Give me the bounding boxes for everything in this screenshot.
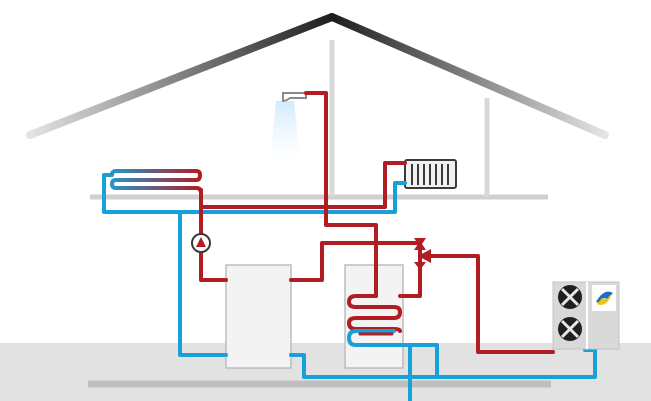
radiator-icon xyxy=(404,159,457,189)
circulation-pump-icon xyxy=(191,233,211,253)
tank-outlet-pipe xyxy=(401,343,439,379)
fan-icon xyxy=(558,285,582,309)
brand-logo-icon xyxy=(592,285,616,311)
cold-return-pipes xyxy=(102,173,597,401)
shower-feed-pipe xyxy=(304,91,378,298)
diverter-valve-icon xyxy=(414,262,426,270)
shower-light-beam xyxy=(270,101,300,160)
radiator-flow-pipe xyxy=(199,161,407,209)
upper-return-pipe xyxy=(102,173,407,214)
house-structure xyxy=(26,13,609,388)
underfloor-heating-coil-icon xyxy=(102,169,202,192)
outdoor-return-pipe xyxy=(289,348,597,379)
tank-heating-coil-icon xyxy=(346,294,405,347)
fan-icon xyxy=(558,317,582,341)
three-way-valve-icon xyxy=(414,238,431,263)
roof-left xyxy=(26,13,336,139)
heat-pump-outdoor-unit-icon xyxy=(552,281,620,350)
pump-to-buffer-pipe xyxy=(199,250,228,282)
buffer-to-valve-pipe xyxy=(289,241,422,282)
buffer-tank xyxy=(225,264,292,369)
roof-right xyxy=(328,13,609,139)
valve-to-coil-pipe xyxy=(401,241,422,298)
outdoor-flow-pipe xyxy=(423,254,555,354)
shower-head-icon xyxy=(270,92,307,160)
buffer-return-pipe xyxy=(178,210,228,357)
hot-flow-pipes xyxy=(199,91,555,354)
